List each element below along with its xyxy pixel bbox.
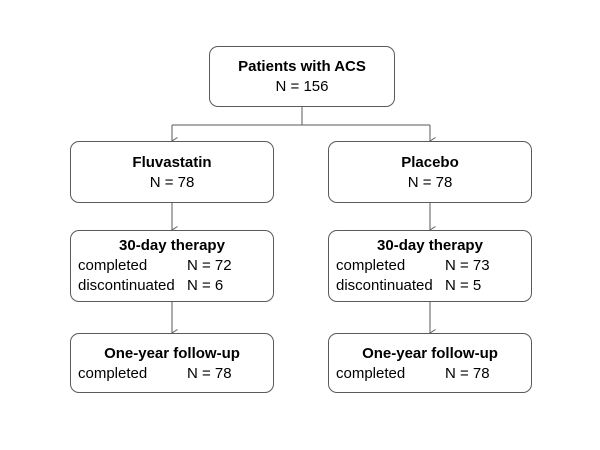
row-label: completed xyxy=(336,257,406,274)
root-box: Patients with ACS N = 156 xyxy=(209,46,395,107)
row-label: discontinuated xyxy=(336,277,433,294)
root-count: N = 156 xyxy=(275,78,329,95)
placebo-therapy-box: 30-day therapy completed N = 73 disconti… xyxy=(328,230,532,302)
row-value: N = 73 xyxy=(445,257,490,274)
row-label: discontinuated xyxy=(78,277,175,294)
row-value: N = 78 xyxy=(445,365,490,382)
root-title: Patients with ACS xyxy=(238,58,366,75)
placebo-followup-box: One-year follow-up completed N = 78 xyxy=(328,333,532,393)
arm-count: N = 78 xyxy=(149,174,195,191)
row-value: N = 72 xyxy=(187,257,232,274)
row-label: completed xyxy=(78,257,148,274)
row-value: N = 5 xyxy=(445,277,482,294)
row-value: N = 78 xyxy=(187,365,232,382)
therapy-row-discontinuated: discontinuated N = 5 xyxy=(329,276,531,296)
therapy-title: 30-day therapy xyxy=(119,237,225,254)
fluvastatin-followup-box: One-year follow-up completed N = 78 xyxy=(70,333,274,393)
fluvastatin-box: Fluvastatin N = 78 xyxy=(70,141,274,203)
therapy-row-completed: completed N = 72 xyxy=(71,256,273,276)
followup-title: One-year follow-up xyxy=(104,345,240,362)
placebo-box: Placebo N = 78 xyxy=(328,141,532,203)
therapy-title: 30-day therapy xyxy=(377,237,483,254)
arm-name: Placebo xyxy=(401,154,459,171)
row-value: N = 6 xyxy=(187,277,224,294)
followup-row-completed: completed N = 78 xyxy=(71,364,273,384)
arm-name: Fluvastatin xyxy=(132,154,212,171)
row-label: completed xyxy=(336,365,406,382)
followup-row-completed: completed N = 78 xyxy=(329,364,531,384)
row-label: completed xyxy=(78,365,148,382)
followup-title: One-year follow-up xyxy=(362,345,498,362)
fluvastatin-therapy-box: 30-day therapy completed N = 72 disconti… xyxy=(70,230,274,302)
arm-count: N = 78 xyxy=(407,174,453,191)
therapy-row-discontinuated: discontinuated N = 6 xyxy=(71,276,273,296)
therapy-row-completed: completed N = 73 xyxy=(329,256,531,276)
